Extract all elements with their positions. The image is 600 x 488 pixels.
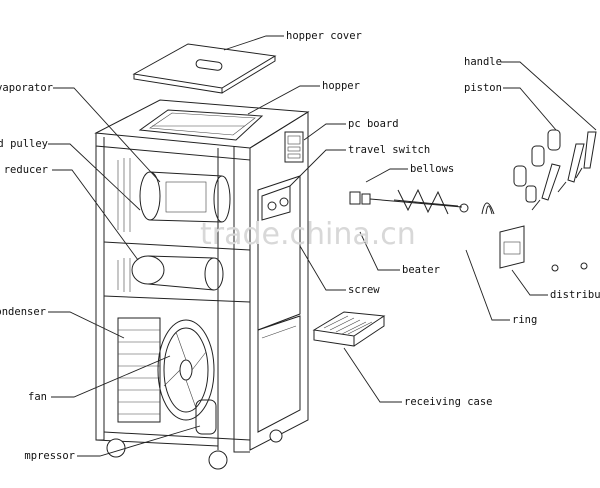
label-compressor: mpressor <box>24 450 75 462</box>
leader-lines <box>48 35 597 457</box>
watermark: trade.china.cn <box>200 217 416 252</box>
wheels <box>106 429 283 470</box>
label-evaporator: evaporator <box>0 82 53 94</box>
labels: hopper cover hopper pc board travel swit… <box>0 30 600 462</box>
label-distributor: distribu <box>550 289 600 301</box>
label-receiving-case: receiving case <box>404 396 493 408</box>
label-pulley: d pulley <box>0 138 48 150</box>
label-condenser: condenser <box>0 306 46 318</box>
ring-part <box>481 202 495 215</box>
beater-part <box>349 188 469 215</box>
label-piston: piston <box>464 82 502 94</box>
reducer-part <box>131 255 224 291</box>
label-screw: screw <box>348 284 380 296</box>
label-hopper: hopper <box>322 80 360 92</box>
evaporator-part <box>139 171 231 223</box>
fan-part <box>157 319 215 421</box>
label-fan: fan <box>28 391 47 403</box>
side-grille <box>117 158 131 292</box>
label-reducer: reducer <box>4 164 48 176</box>
travel-switch-part <box>261 185 291 221</box>
hopper-cover-part <box>132 43 277 94</box>
compressor-part <box>195 399 217 435</box>
label-ring: ring <box>512 314 537 326</box>
label-beater: beater <box>402 264 440 276</box>
label-bellows: bellows <box>410 163 454 175</box>
piston-parts <box>513 129 588 272</box>
label-travel-switch: travel switch <box>348 144 430 156</box>
distributor-part <box>499 225 525 269</box>
handle-parts <box>531 131 597 211</box>
condenser-part <box>117 317 161 423</box>
label-handle: handle <box>464 56 502 68</box>
receiving-case-part <box>312 311 386 347</box>
label-hopper-cover: hopper cover <box>286 30 362 42</box>
label-pc-board: pc board <box>348 118 399 130</box>
